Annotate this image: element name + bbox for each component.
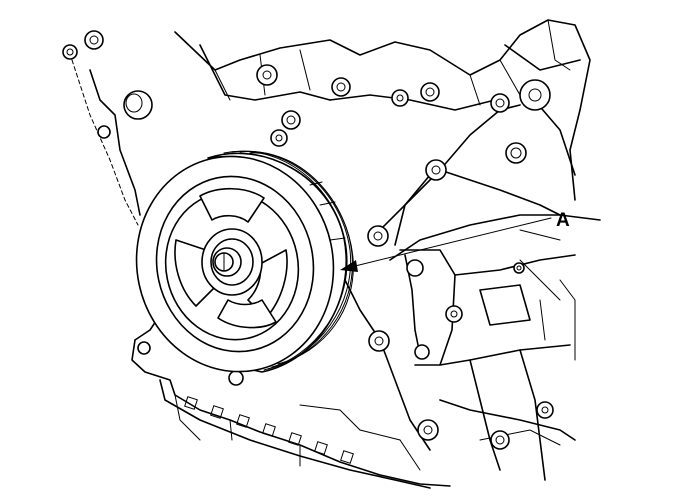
callout-a-arrowhead [340, 260, 358, 272]
pulley-studs [309, 181, 346, 241]
bolt [331, 77, 351, 97]
bolt [368, 330, 390, 352]
idler-pulley [519, 79, 551, 111]
bolt [84, 30, 104, 50]
bolt [391, 89, 409, 107]
small-fitting [97, 125, 111, 139]
left-cover-edge [89, 69, 141, 216]
bolt [505, 142, 527, 164]
bolt [281, 110, 301, 130]
bolt [417, 419, 439, 441]
bolt [228, 370, 244, 386]
bolt [62, 44, 78, 60]
bolt [490, 93, 510, 113]
bolt [425, 159, 447, 181]
engine-block-outline [174, 19, 591, 201]
dowel-bushing [123, 90, 153, 120]
callout-a-label: A [556, 210, 570, 231]
bolt [490, 430, 510, 450]
bolt [445, 305, 463, 323]
bolt [367, 225, 389, 247]
bolt [256, 64, 278, 86]
bolts [62, 30, 554, 450]
bolt [536, 401, 554, 419]
alignment-dashed-line [71, 59, 139, 226]
bolt [420, 82, 440, 102]
bolt [137, 341, 151, 355]
crankshaft-pulley [135, 150, 354, 373]
timing-cover-lower [131, 279, 451, 489]
callout-a-leader-line [346, 217, 552, 269]
callout-a: A [340, 210, 570, 272]
bolt [270, 129, 288, 147]
engine-mount-bracket [379, 104, 601, 481]
